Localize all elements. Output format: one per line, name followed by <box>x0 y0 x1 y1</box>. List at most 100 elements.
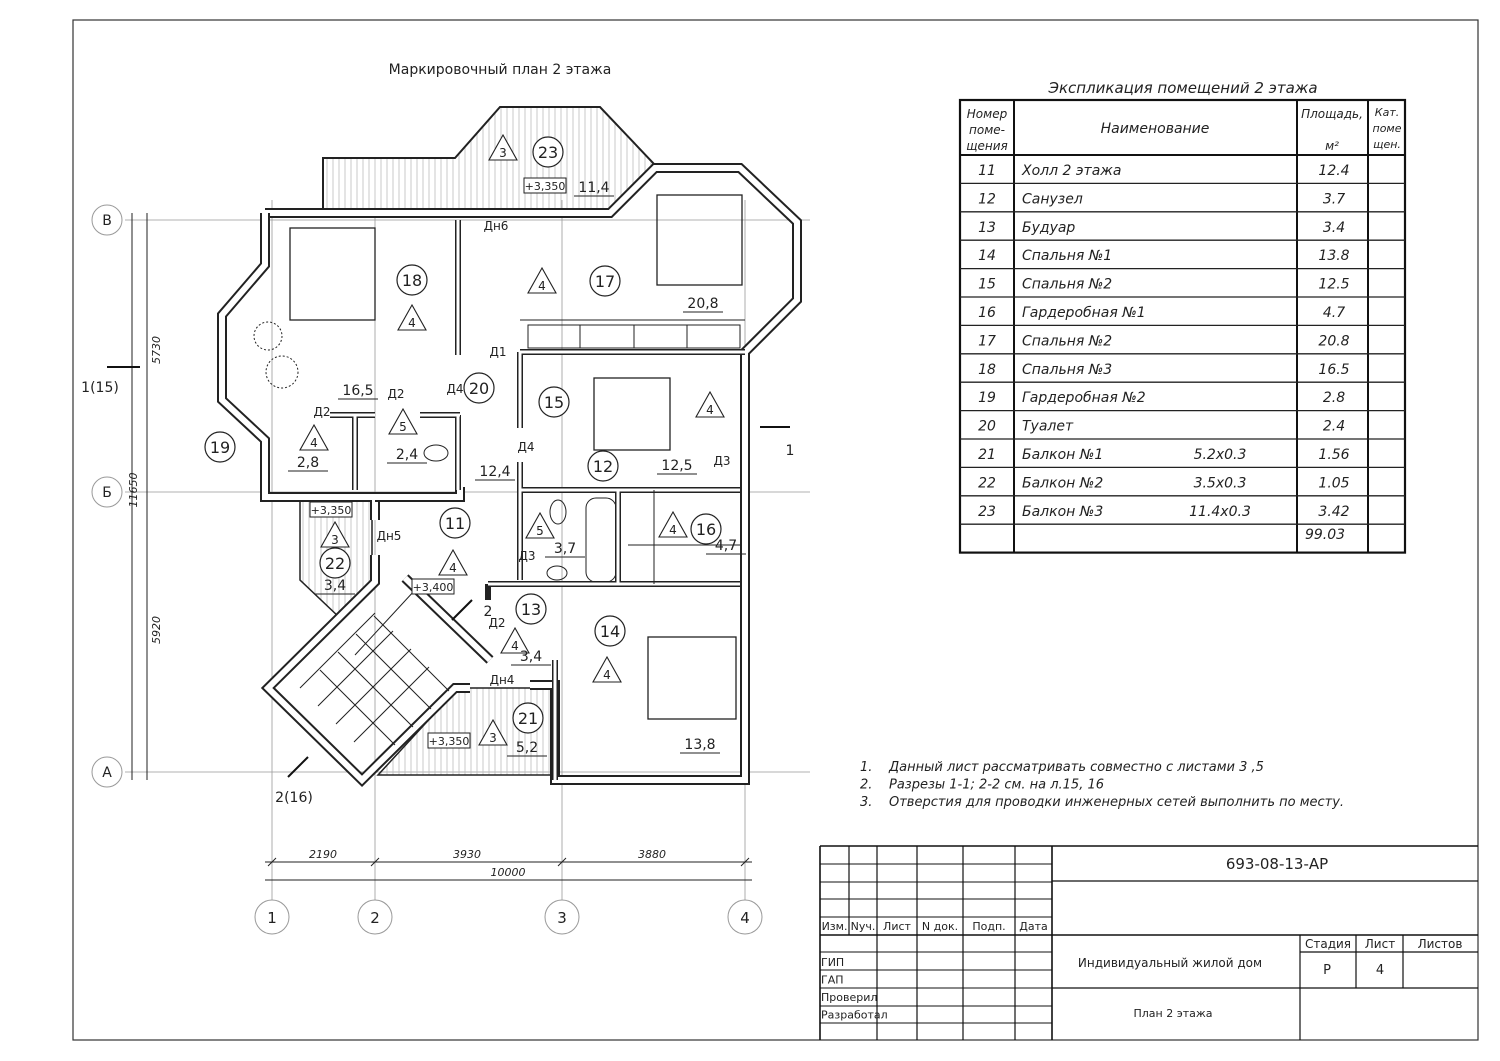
room-area: 2,4 <box>396 447 418 463</box>
column-header-number: Номер <box>967 107 1008 121</box>
cell-name: Балкон №1 <box>1022 447 1103 463</box>
dimension-tick <box>267 857 277 867</box>
cell-size: 11.4x0.3 <box>1189 504 1251 520</box>
axis-bubble <box>727 899 763 935</box>
sheet-frame <box>72 19 1479 1041</box>
sheets-count-label: Листов <box>1418 937 1463 951</box>
dimension-tick <box>557 857 567 867</box>
room-category-mark: 4 <box>603 668 611 682</box>
room-area: 11,4 <box>578 180 609 196</box>
toilet-icon <box>423 444 449 462</box>
dimension-value: 5920 <box>150 616 163 644</box>
cell-number: 23 <box>978 504 996 520</box>
room-area: 13,8 <box>684 737 715 753</box>
bed-icon <box>647 636 737 720</box>
cell-name: Спальня №1 <box>1022 248 1112 264</box>
axis-label: 4 <box>740 909 750 927</box>
room-area: 2,8 <box>297 455 319 471</box>
cell-area: 12.4 <box>1318 163 1349 179</box>
room-area: 12,4 <box>479 464 510 480</box>
cell-area: 12.5 <box>1318 277 1349 293</box>
title-block-column-header: N док. <box>922 920 958 933</box>
dimension-value: 2190 <box>309 848 337 861</box>
cell-name: Гардеробная №2 <box>1022 390 1146 406</box>
cell-name: Спальня №3 <box>1022 362 1112 378</box>
room-number: 17 <box>595 272 615 291</box>
note-number: 2. <box>860 778 872 793</box>
door-label: Дн5 <box>377 529 402 543</box>
axis-bubble <box>91 756 123 788</box>
title-block-column-header: Лист <box>883 920 911 933</box>
cell-name: Туалет <box>1022 419 1074 435</box>
room-number: 22 <box>325 554 345 573</box>
cell-area: 2.4 <box>1323 419 1345 435</box>
bed-icon <box>593 377 671 451</box>
note-text: Данный лист рассматривать совместно с ли… <box>888 760 1264 775</box>
door-label: Д4 <box>517 440 534 454</box>
cell-number: 11 <box>978 163 996 179</box>
cell-area: 20.8 <box>1318 333 1349 349</box>
cell-area: 13.8 <box>1318 248 1349 264</box>
cell-number: 13 <box>978 220 996 236</box>
sheet-number: 4 <box>1376 963 1384 978</box>
column-header-name: Наименование <box>1101 121 1210 137</box>
axis-bubble <box>91 204 123 236</box>
room-number-circle <box>587 450 619 482</box>
door-label: Д2 <box>488 616 505 630</box>
cell-name: Балкон №3 <box>1022 504 1103 520</box>
cell-area: 3.7 <box>1323 191 1345 207</box>
project-name: Индивидуальный жилой дом <box>1078 956 1262 970</box>
dimension-total: 10000 <box>491 866 526 879</box>
room-number: 15 <box>544 393 564 412</box>
axis-label: Б <box>102 485 112 501</box>
axis-label: 3 <box>557 909 567 927</box>
room-area: 12,5 <box>661 458 692 474</box>
room-area: 5,2 <box>516 740 538 756</box>
column-header-area-unit: м² <box>1325 139 1339 153</box>
interior-walls <box>330 220 745 780</box>
axis-bubble <box>91 476 123 508</box>
room-number: 13 <box>521 600 541 619</box>
cell-number: 15 <box>978 277 996 293</box>
elevation-box <box>309 501 353 518</box>
cell-number: 20 <box>978 419 996 435</box>
cell-number: 21 <box>978 447 996 463</box>
door-label: Д3 <box>518 549 535 563</box>
room-number-circle <box>463 372 495 404</box>
room-number: 20 <box>469 379 489 398</box>
room-category-mark: 4 <box>669 523 677 537</box>
category-triangle-icon <box>397 303 427 331</box>
room-number-circle <box>396 264 428 296</box>
room-number: 18 <box>402 271 422 290</box>
dimension-tick <box>740 857 750 867</box>
category-triangle-icon <box>592 655 622 683</box>
room-number-circle <box>538 386 570 418</box>
room-category-mark: 3 <box>331 533 339 547</box>
room-number-circle <box>532 136 564 168</box>
category-triangle-icon <box>299 423 329 451</box>
cell-area: 1.56 <box>1318 447 1349 463</box>
axis-label: 2 <box>370 909 380 927</box>
drawing-title: Маркировочный план 2 этажа <box>389 62 612 78</box>
stage-label: Стадия <box>1305 937 1351 951</box>
elevation-box <box>523 177 567 194</box>
elevation-mark: +3,350 <box>429 735 470 748</box>
room-category-mark: 4 <box>538 279 546 293</box>
column-header-category: щен. <box>1373 138 1401 151</box>
room-number-circle <box>204 431 236 463</box>
cell-number: 17 <box>978 333 996 349</box>
title-block-role: Разработал <box>821 1009 888 1022</box>
furniture <box>253 194 743 720</box>
